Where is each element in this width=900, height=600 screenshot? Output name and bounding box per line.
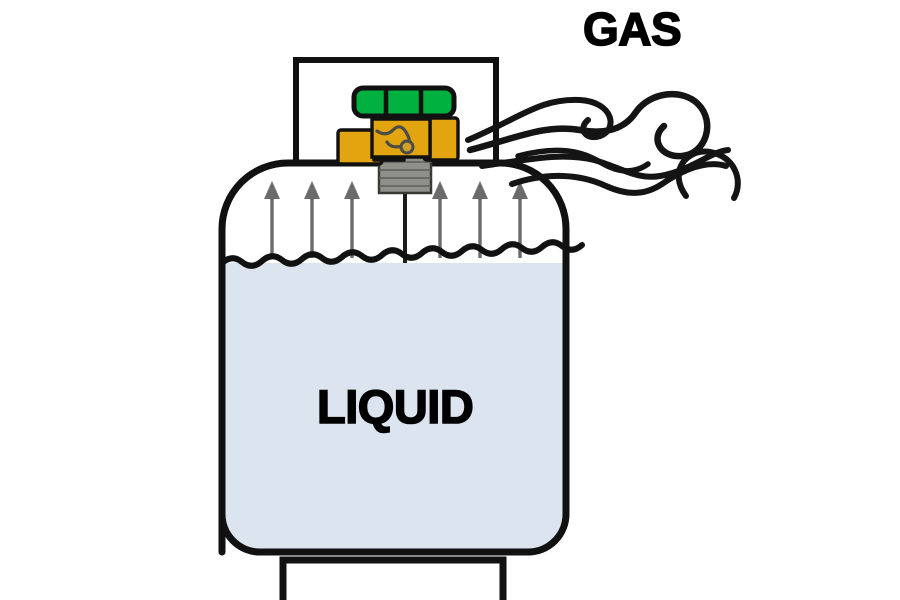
gas-swirl-line — [465, 96, 614, 143]
valve-flow-detail — [375, 125, 415, 155]
tank-base-foot — [279, 556, 507, 600]
valve-handle[interactable] — [351, 85, 457, 119]
gas-swirl-line — [675, 148, 741, 201]
vapor-arrow — [304, 181, 320, 258]
liquid-label: LIQUID — [316, 380, 474, 433]
valve-body — [370, 114, 432, 162]
protective-collar — [293, 57, 499, 163]
gas-swirl-line — [515, 147, 651, 174]
gas-swirl-lines — [465, 90, 741, 201]
gas-label: GAS — [582, 3, 682, 55]
tank-valve-assembly[interactable] — [336, 85, 460, 195]
gas-swirl-line — [509, 161, 729, 196]
vapor-arrow — [344, 181, 360, 258]
vapor-arrow — [264, 181, 280, 258]
liquid-surface-wave — [219, 239, 585, 269]
vapor-arrow — [432, 181, 448, 258]
tank-outline — [218, 159, 570, 556]
liquid-fill — [222, 263, 566, 552]
gas-swirl-line — [466, 90, 711, 160]
